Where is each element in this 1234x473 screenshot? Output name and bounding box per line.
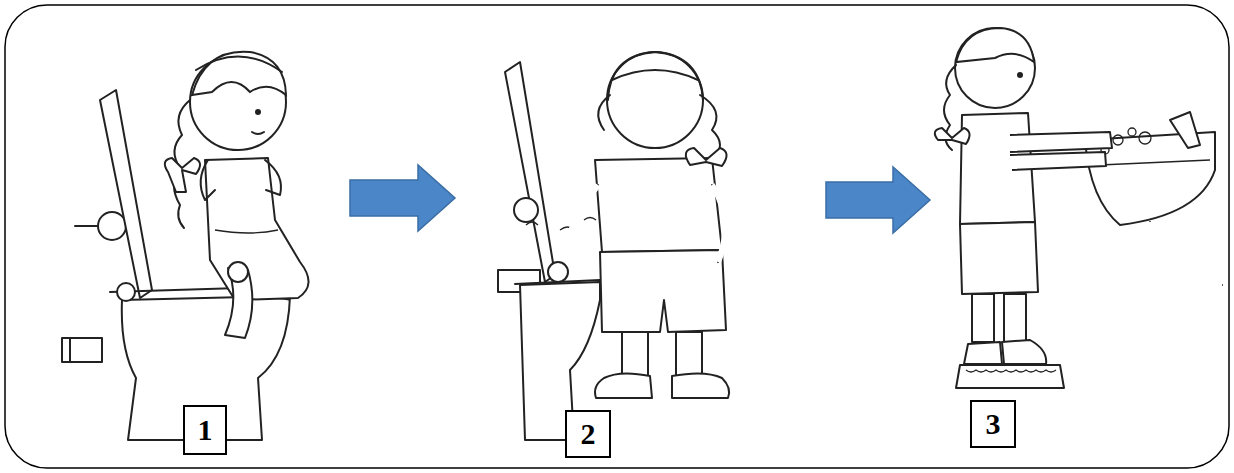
step-arrow	[826, 167, 930, 233]
step-number-box: 2	[565, 410, 611, 458]
step-number-box: 1	[183, 405, 227, 455]
step-number: 1	[198, 415, 213, 445]
frame	[5, 5, 1229, 468]
step-arrow	[350, 165, 455, 231]
toilet-scene	[62, 52, 309, 440]
step-number: 3	[986, 409, 1001, 439]
step-number-box: 3	[970, 400, 1016, 448]
step-number: 2	[581, 419, 596, 449]
flush-scene	[498, 52, 729, 440]
wash-scene	[935, 28, 1222, 388]
